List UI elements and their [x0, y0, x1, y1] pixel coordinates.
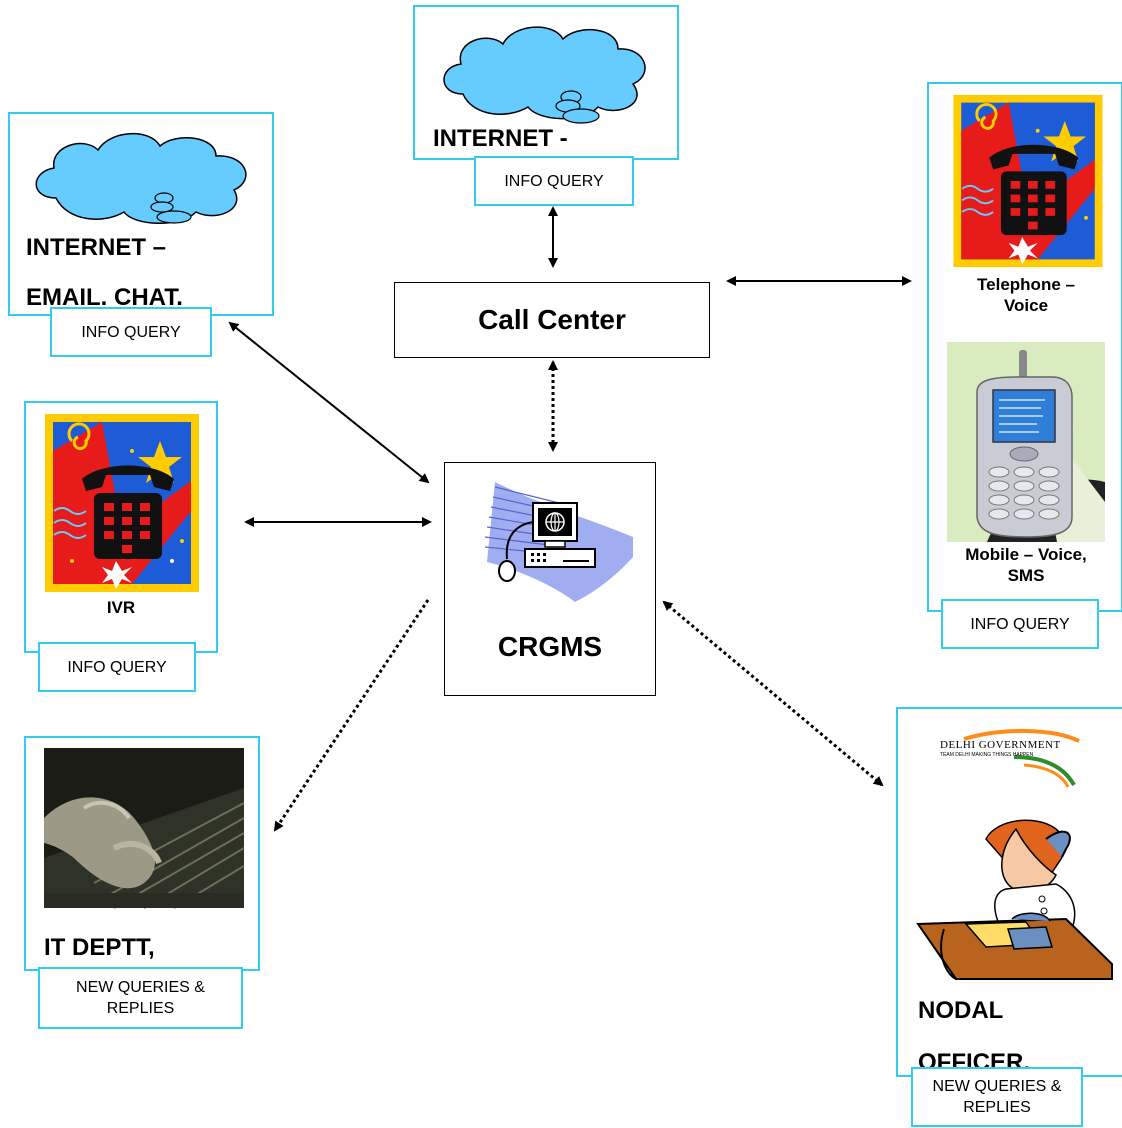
telephone-clipart-icon [953, 94, 1103, 268]
call-center-node: Call Center [394, 282, 710, 358]
call-center-label: Call Center [478, 304, 626, 335]
internet-email-title-line2: EMAIL. CHAT. [26, 284, 183, 311]
nodal-officer-title-line1: NODAL [918, 997, 1004, 1024]
delhi-government-logo-text: DELHI GOVERNMENT [940, 739, 1061, 751]
ivr-label: IVR [106, 598, 136, 617]
nodal-officer-tag: NEW QUERIES & REPLIES [911, 1067, 1083, 1127]
mobile-label: Mobile – Voice, SMS [965, 545, 1087, 585]
crgms-label: CRGMS [497, 631, 603, 662]
mobile-phone-icon [947, 342, 1105, 542]
delhi-government-tagline: TEAM DELHI MAKING THINGS HAPPEN [940, 752, 1034, 758]
telephone-mobile-tag: INFO QUERY [941, 599, 1099, 649]
internet-top-tag: INFO QUERY [474, 156, 634, 206]
internet-top-node: INTERNET - [413, 5, 679, 160]
cloud-icon [443, 26, 646, 124]
telephone-mobile-node: Telephone – Voice Mobile – Voice, SMS [927, 82, 1122, 612]
arrow-email-crgms [228, 321, 430, 484]
telephone-clipart-icon [45, 414, 199, 592]
it-dept-tag: NEW QUERIES & REPLIES [38, 967, 243, 1029]
arrow-crgms-itdept [273, 599, 430, 832]
nodal-officer-node: DELHI GOVERNMENT TEAM DELHI MAKING THING… [896, 707, 1122, 1077]
arrow-crgms-nodal [662, 600, 884, 787]
it-dept-title: IT DEPTT, [44, 934, 155, 961]
internet-email-node: INTERNET – EMAIL. CHAT. [8, 112, 274, 316]
computer-globe-icon [484, 482, 633, 602]
officer-on-phone-icon [916, 819, 1113, 980]
ivr-tag: INFO QUERY [38, 642, 196, 692]
cloud-icon [35, 133, 247, 224]
it-dept-node: IT DEPTT, [24, 736, 260, 971]
internet-email-tag: INFO QUERY [50, 307, 212, 357]
internet-email-title-line1: INTERNET – [26, 234, 167, 261]
keyboard-photo-icon [44, 748, 245, 909]
telephone-label: Telephone – Voice [977, 275, 1075, 315]
delhi-government-logo [963, 728, 1080, 788]
ivr-node: IVR [24, 401, 218, 653]
crgms-node: CRGMS [444, 462, 656, 696]
internet-top-title: INTERNET - [433, 125, 568, 152]
